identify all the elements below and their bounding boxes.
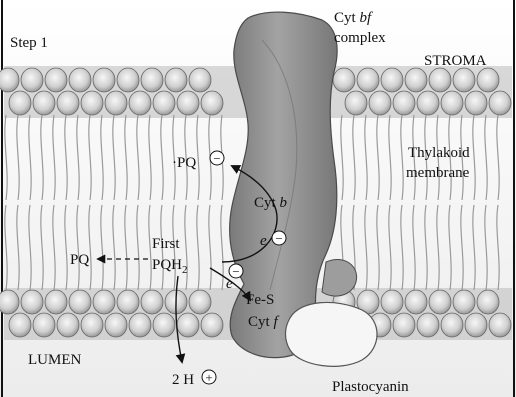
protein-lobe [322, 259, 357, 296]
complex-label-line1: Cyt bf [334, 10, 373, 26]
thylakoid-label-line2: membrane [406, 165, 470, 181]
cyt-b-label: Cyt b [254, 195, 287, 211]
protons-label: 2 H [172, 372, 194, 388]
step-label: Step 1 [10, 35, 48, 51]
electron-upper-charge-sign: − [275, 231, 282, 246]
electron-lower-charge-sign: − [232, 264, 239, 279]
pq-label: PQ [70, 252, 89, 268]
plastocyanin-label: Plastocyanin [332, 379, 409, 395]
first-label: First [152, 236, 180, 252]
thylakoid-label-line1: Thylakoid [408, 145, 470, 161]
pq-radical-charge-sign: − [213, 151, 220, 166]
protons-charge-sign: + [205, 370, 212, 385]
plastocyanin-protein [286, 302, 378, 366]
stroma-label: STROMA [424, 53, 487, 69]
cyt-f-label: Cyt f [248, 314, 279, 330]
fes-label: Fe-S [246, 292, 274, 308]
lumen-label: LUMEN [28, 352, 81, 368]
complex-label-line2: complex [334, 30, 386, 46]
electron-upper-label: e [260, 233, 267, 249]
pq-radical-label: ·PQ [172, 155, 196, 171]
